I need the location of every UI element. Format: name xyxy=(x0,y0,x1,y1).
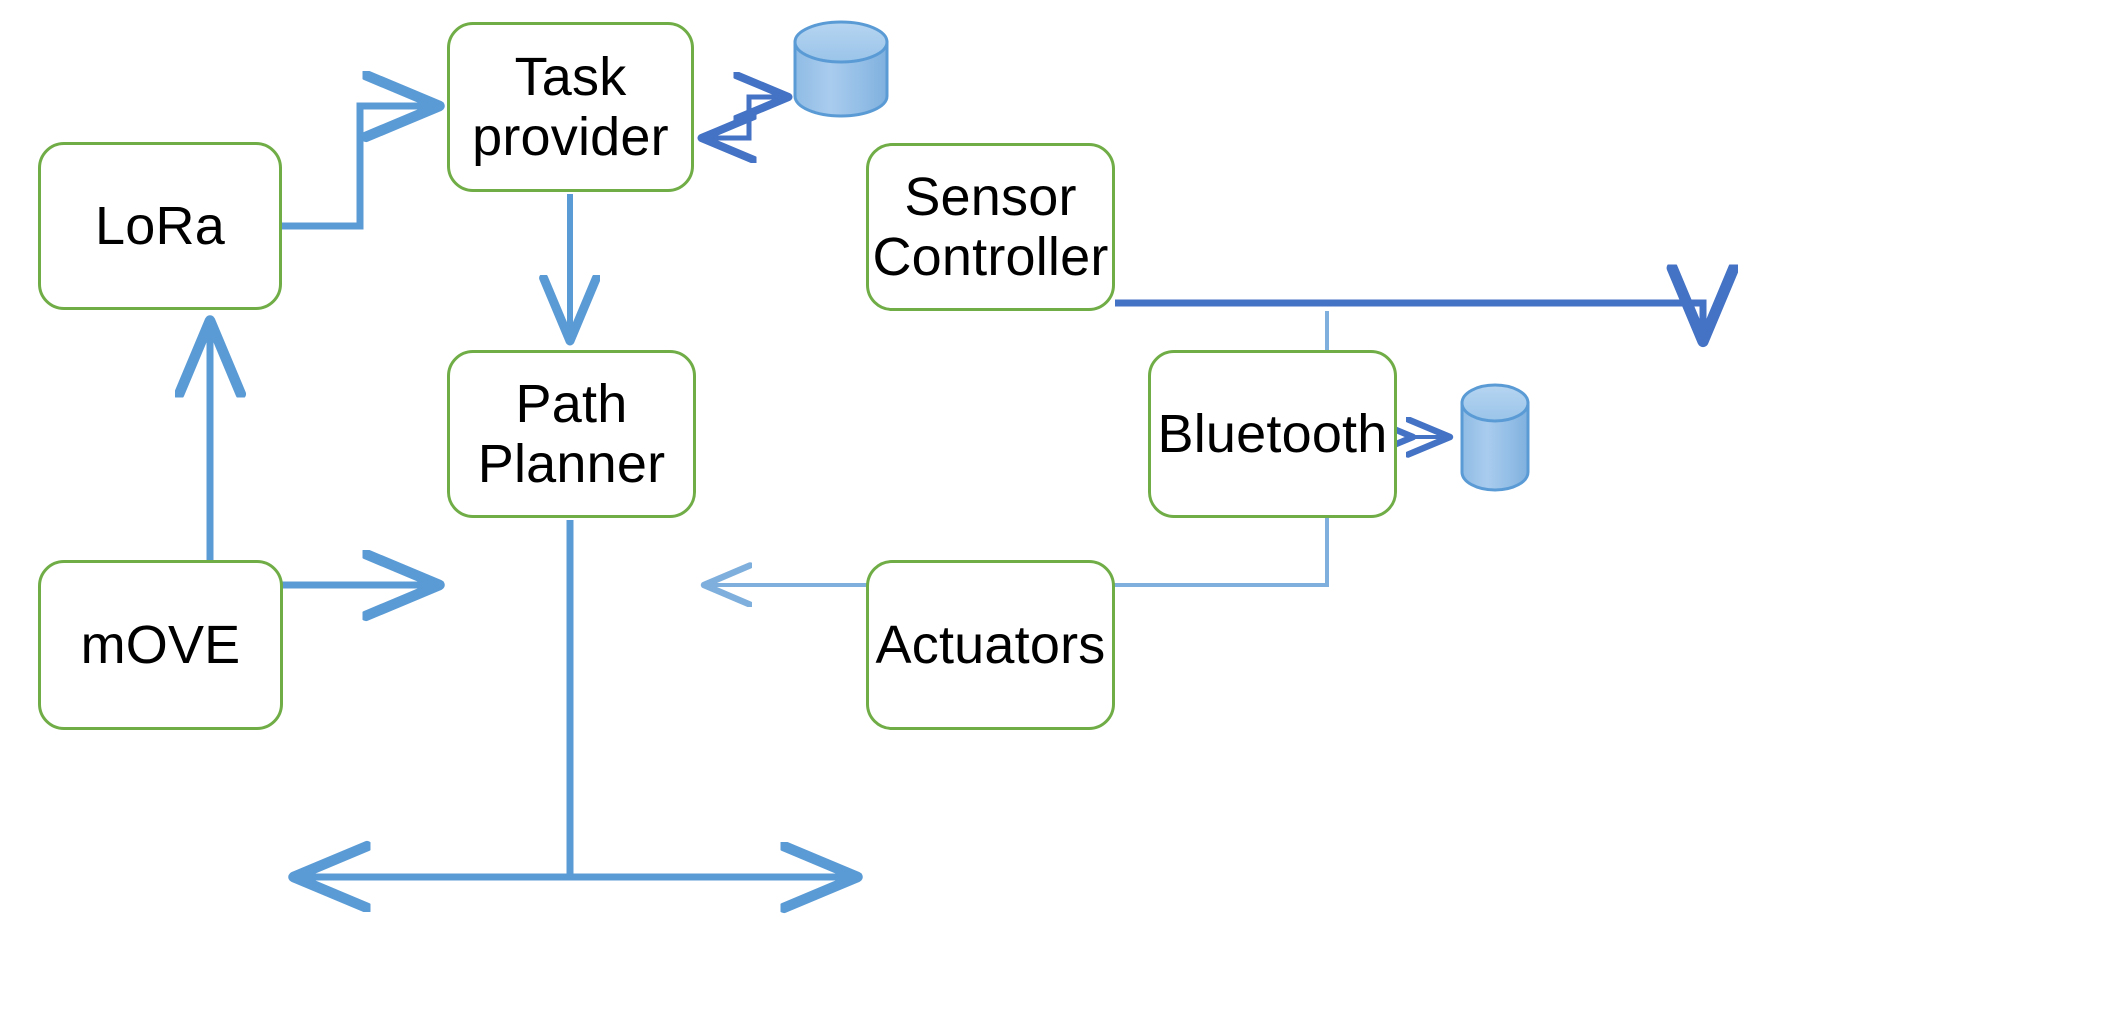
edge-sensor-to-bluetooth xyxy=(1115,303,1703,338)
node-bluetooth[interactable]: Bluetooth xyxy=(1148,350,1397,518)
datastore-bluetooth-db xyxy=(1460,383,1530,492)
node-lora[interactable]: LoRa xyxy=(38,142,282,310)
node-lora-label: LoRa xyxy=(95,195,225,256)
edge-lora-to-task xyxy=(282,106,436,230)
node-path-planner-label: Path Planner xyxy=(477,373,666,494)
node-sensor-controller-label: Sensor Controller xyxy=(872,166,1109,287)
node-sensor-controller[interactable]: Sensor Controller xyxy=(866,143,1115,311)
node-task-provider-label: Task provider xyxy=(472,46,669,167)
node-actuators-label: Actuators xyxy=(875,614,1106,675)
node-actuators[interactable]: Actuators xyxy=(866,560,1115,730)
edge-task-db-read xyxy=(704,94,786,138)
node-move[interactable]: mOVE xyxy=(38,560,283,730)
edge-task-db-write xyxy=(749,97,786,138)
node-bluetooth-label: Bluetooth xyxy=(1157,403,1388,464)
node-path-planner[interactable]: Path Planner xyxy=(447,350,696,518)
node-move-label: mOVE xyxy=(80,614,241,675)
datastore-task-db xyxy=(793,20,889,118)
node-task-provider[interactable]: Task provider xyxy=(447,22,694,192)
